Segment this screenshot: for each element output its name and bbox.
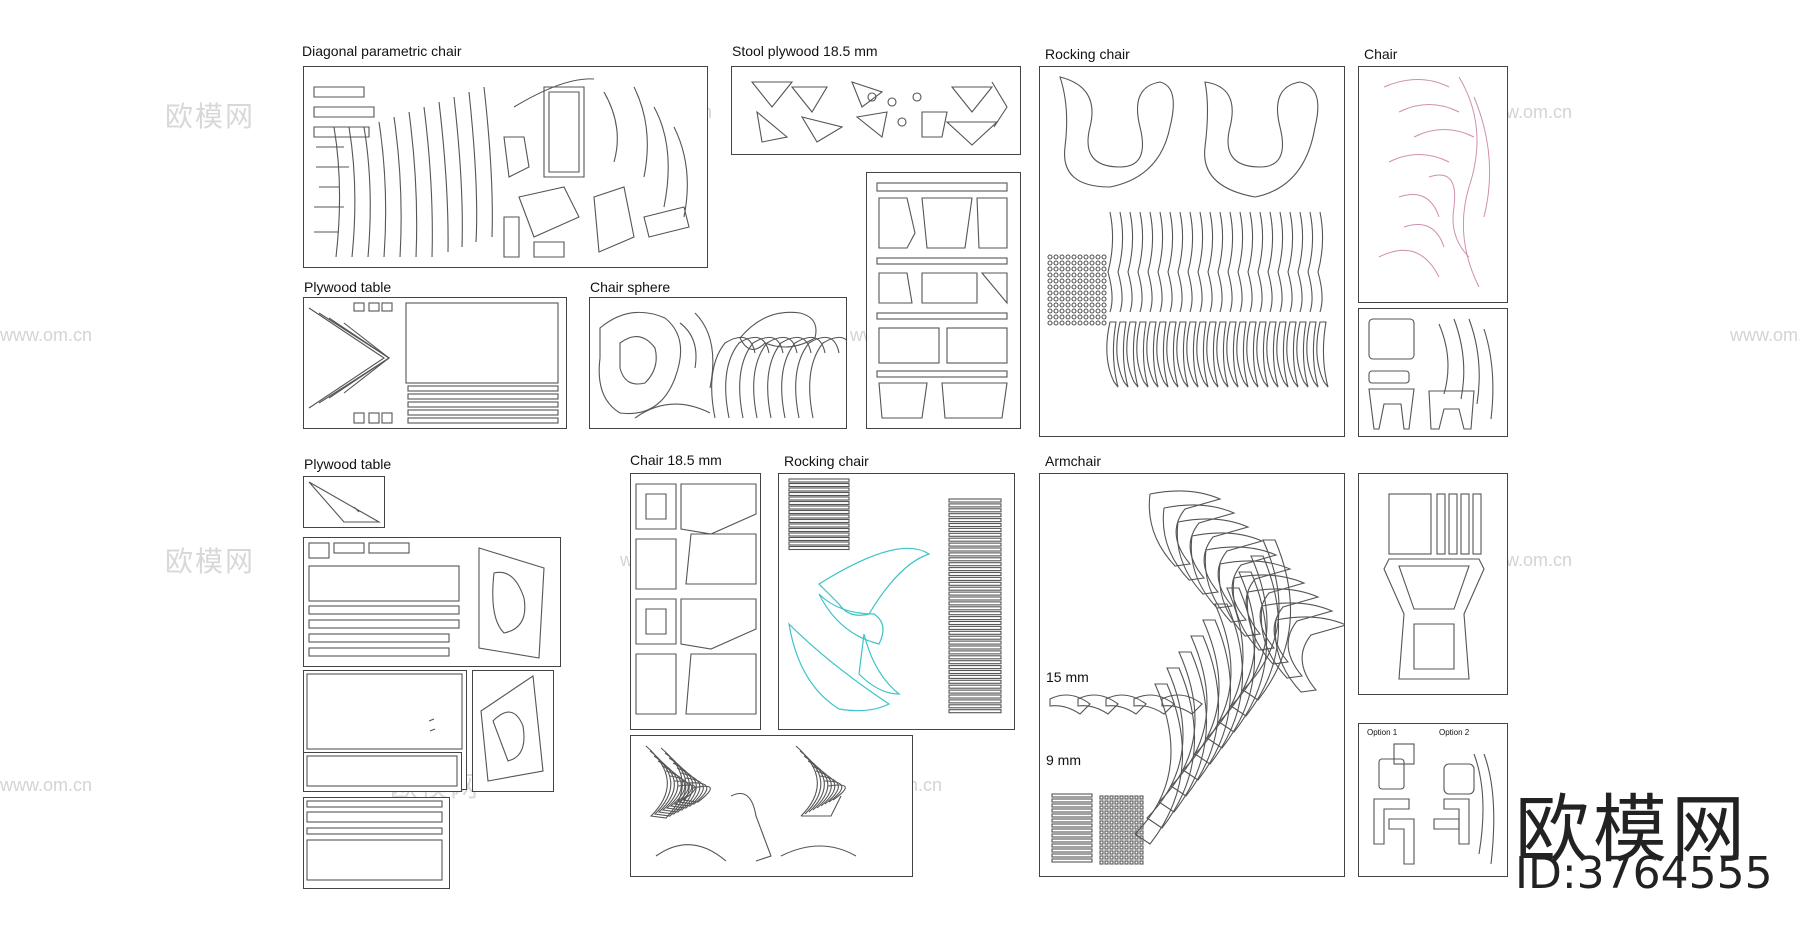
plywood-table-2-c-parts [306,673,463,750]
panel-rocking-chair-1 [1039,66,1345,437]
title-plywood-table-1: Plywood table [304,279,392,295]
panel-stool-parts-2 [866,172,1021,429]
panel-chair-sphere [589,297,847,429]
label-option-2: Option 2 [1439,728,1470,737]
panel-plywood-table-2-e [303,752,462,792]
chair-sphere-parts [598,311,846,419]
panel-plywood-table-2-b [303,537,561,667]
chair-options-parts [1373,743,1495,865]
label-15-mm: 15 mm [1046,669,1089,685]
chair-top-parts [1378,76,1491,288]
panel-chair-top [1358,66,1508,303]
diagonal-chair-parts [313,78,690,258]
panel-stool [731,66,1021,155]
panel-diagonal-chair [303,66,708,268]
title-chair-top: Chair [1364,46,1398,62]
chair-right-mid-parts [1383,493,1485,680]
panel-plywood-table-2-d [472,670,554,792]
armchair-parts [1049,490,1344,865]
plywood-table-2-a-parts [308,481,382,523]
panel-rocking-chair-3 [630,735,913,877]
chair-top-2-parts [1368,318,1494,430]
title-diagonal-chair: Diagonal parametric chair [302,43,462,59]
stool-parts-2 [876,182,1008,419]
chair-18-5-parts [635,483,757,715]
panel-plywood-table-2-f [303,797,450,889]
watermark: 欧模网 [165,101,256,132]
title-stool: Stool plywood 18.5 mm [732,43,878,59]
plywood-table-2-e-parts [306,755,458,787]
panel-plywood-table-1 [303,297,567,429]
plywood-table-1-parts [308,302,559,424]
watermark-url: www.om.cn [1730,325,1800,345]
rocking-chair-2-parts [788,478,1002,714]
panel-plywood-table-2-a [303,476,385,528]
title-chair-18-5: Chair 18.5 mm [630,452,722,468]
rocking-chair-1-parts [1047,76,1329,388]
watermark-url: www.om.cn [0,775,93,795]
watermark: 欧模网 [165,546,256,577]
panel-chair-options: Option 1 Option 2 [1358,723,1508,877]
panel-chair-18-5 [630,473,761,730]
stool-parts [750,81,1008,146]
watermark-url: www.om.cn [0,325,93,345]
plywood-table-2-d-parts [480,675,544,782]
logo-text: 欧模网 [1515,787,1749,873]
plywood-table-2-b-parts [308,542,545,659]
label-9-mm: 9 mm [1046,752,1081,768]
panel-chair-right-mid [1358,473,1508,695]
logo-id: ID:3764555 [1515,848,1773,899]
title-plywood-table-2: Plywood table [304,456,392,472]
panel-chair-top-2 [1358,308,1508,437]
title-chair-sphere: Chair sphere [590,279,671,295]
title-rocking-chair-2: Rocking chair [784,453,869,469]
title-rocking-chair-1: Rocking chair [1045,46,1130,62]
panel-rocking-chair-2 [778,473,1015,730]
label-option-1: Option 1 [1367,728,1398,737]
title-armchair: Armchair [1045,453,1102,469]
plywood-table-2-f-parts [306,800,443,881]
panel-armchair: 15 mm 9 mm [1039,473,1345,877]
rocking-chair-3-parts [645,745,857,862]
